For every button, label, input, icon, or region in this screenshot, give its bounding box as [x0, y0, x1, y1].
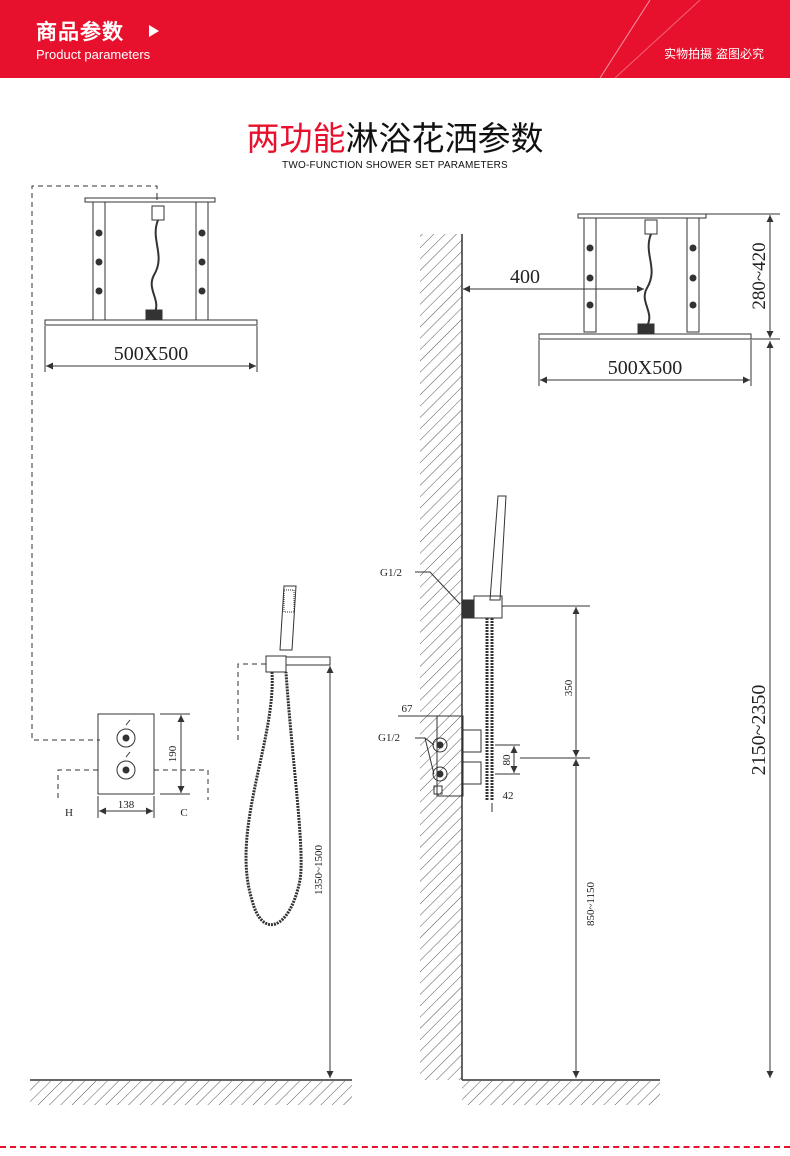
dim-bracket-to-valve: 350	[563, 679, 575, 696]
label-inlet-top: G1/2	[380, 567, 402, 579]
support-arm-right-1	[583, 217, 597, 333]
hand-shower-holder-right	[473, 595, 503, 619]
hand-shower-holder-left	[265, 655, 287, 673]
dim-valve-height: 190	[167, 745, 179, 762]
page-title-main: 淋浴花洒参数	[345, 119, 544, 158]
inlet-fitting-right	[644, 219, 658, 235]
dim-valve-depth: 67	[402, 703, 414, 715]
dim-hose-height: 1350~1500	[313, 845, 325, 895]
label-cold: C	[180, 807, 187, 819]
page-title-highlight: 两功能	[246, 119, 346, 158]
left-diagram	[30, 185, 352, 1105]
dim-ceiling-drop: 280~420	[749, 242, 770, 309]
holder-bracket-left	[285, 656, 331, 666]
dim-valve-from-floor: 850~1150	[585, 881, 597, 926]
right-diagram	[398, 213, 780, 1105]
hand-shower-left	[279, 585, 297, 651]
page-title: 两功能淋浴花洒参数	[0, 112, 790, 160]
dim-total-height: 2150~2350	[748, 685, 770, 776]
header-title-cn: 商品参数	[36, 20, 124, 44]
wall-hatch	[420, 234, 462, 1080]
shower-head-left	[44, 319, 258, 326]
concealed-pipe-route	[31, 185, 158, 741]
dim-wall-offset: 400	[510, 266, 540, 288]
play-arrow-icon	[149, 25, 159, 37]
ceiling-plate-left	[84, 197, 216, 203]
dim-shower-head-right: 500X500	[608, 357, 682, 379]
hand-shower-right	[489, 495, 507, 601]
floor-hatch-left	[30, 1081, 352, 1105]
support-arm-right-2	[686, 217, 700, 333]
inlet-fitting-left	[151, 205, 165, 221]
dim-bar-offset: 42	[503, 790, 514, 802]
header-copyright-note: 实物拍摄 盗图必究	[664, 47, 764, 61]
header-banner: 商品参数 Product parameters 实物拍摄 盗图必究	[0, 0, 790, 78]
dim-shower-head-left: 500X500	[114, 343, 188, 365]
header-title-en: Product parameters	[36, 47, 151, 62]
floor-hatch-right	[462, 1081, 660, 1105]
label-hot: H	[65, 807, 73, 819]
wall-connector-right	[461, 599, 475, 619]
thermostatic-valve-left	[97, 713, 155, 795]
dim-outlet-spacing: 80	[501, 754, 513, 766]
label-inlet-valve: G1/2	[378, 732, 400, 744]
header-background	[0, 0, 790, 78]
bottom-dashed-divider	[0, 1146, 790, 1148]
valve-knob-upper	[462, 729, 482, 753]
shower-head-right	[538, 333, 752, 340]
shower-hose-left	[244, 671, 303, 927]
valve-knob-lower	[462, 761, 482, 785]
page-subtitle: TWO-FUNCTION SHOWER SET PARAMETERS	[282, 160, 508, 171]
dim-valve-width: 138	[118, 799, 135, 811]
ceiling-plate-right	[577, 213, 707, 219]
